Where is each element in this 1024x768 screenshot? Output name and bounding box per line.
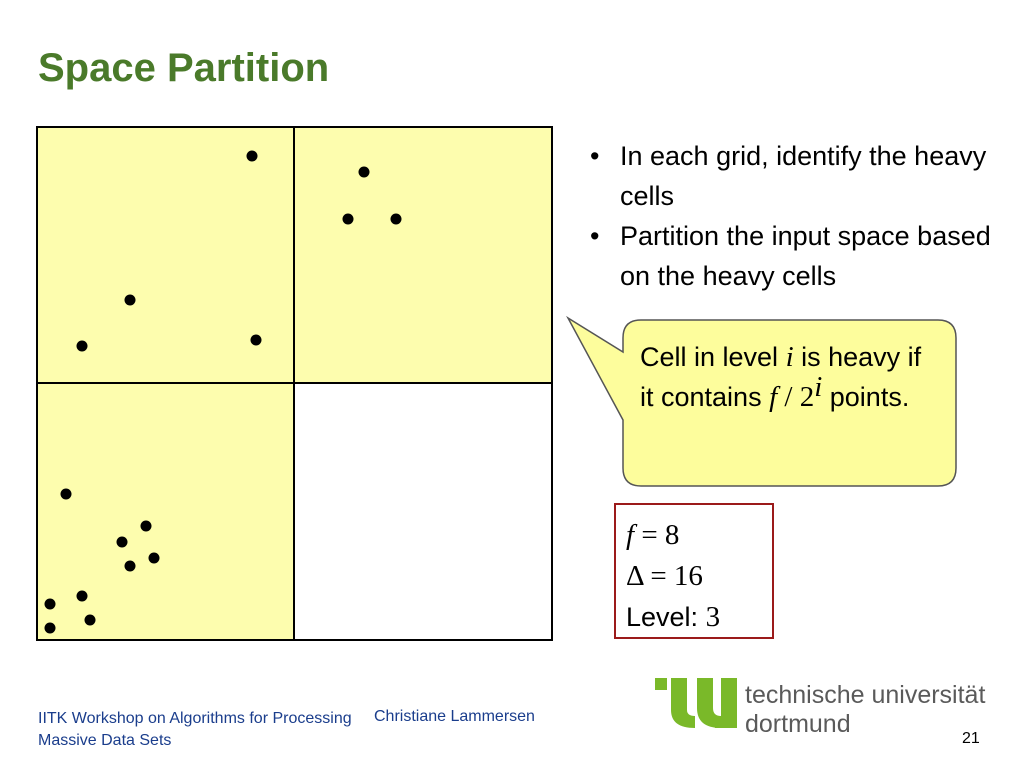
data-points	[44, 150, 402, 634]
bullet-list: •In each grid, identify the heavy cells …	[590, 136, 1010, 296]
data-point	[140, 520, 152, 532]
callout-part: is heavy if it contains	[640, 342, 922, 412]
logo-text: technische universität dortmund	[745, 681, 985, 739]
data-point	[44, 598, 56, 610]
data-point	[246, 150, 258, 162]
callout-var-i: i	[785, 341, 794, 373]
callout-exponent: i	[814, 371, 823, 403]
callout-part: points.	[822, 382, 910, 412]
data-point	[44, 622, 56, 634]
data-point	[76, 340, 88, 352]
data-point	[124, 560, 136, 572]
parameter-box: f = 8 Δ = 16 Level: 3	[614, 503, 774, 639]
bullet-item: • In each grid, identify the heavy cells	[590, 136, 1010, 216]
callout-bubble	[566, 315, 957, 487]
logo-line-2: dortmund	[745, 710, 851, 738]
page-number: 21	[962, 730, 980, 747]
data-point	[84, 614, 96, 626]
bullet-item: • Partition the input space based on the …	[590, 216, 1010, 296]
grid-cell-bottom-left	[37, 383, 294, 640]
param-delta: Δ = 16	[626, 556, 772, 597]
bullet-icon: •	[590, 141, 600, 171]
param-level: Level: 3	[626, 597, 772, 638]
footer-event: IITK Workshop on Algorithms for Processi…	[38, 710, 352, 749]
data-point	[342, 213, 354, 225]
grid-cell-top-right	[294, 127, 552, 383]
data-point	[358, 166, 370, 178]
data-point	[76, 590, 88, 602]
param-level-label: Level:	[626, 602, 706, 632]
data-point	[250, 334, 262, 346]
data-point	[60, 488, 72, 500]
logo-line-1: technische universität	[745, 681, 986, 709]
bullet-text: In each grid, identify the heavy cells	[620, 141, 987, 211]
callout-text: Cell in level i is heavy if it contains …	[640, 337, 940, 417]
bullet-text: Partition the input space based on the h…	[620, 221, 991, 291]
param-f-value: = 8	[634, 519, 680, 551]
callout-part: Cell in level	[640, 342, 786, 372]
callout-denominator: / 2	[777, 381, 815, 413]
grid-cell-bottom-right	[294, 383, 552, 640]
bullet-icon: •	[590, 221, 600, 251]
param-level-value: 3	[705, 601, 721, 633]
footer-author: Christiane Lammersen	[374, 708, 535, 725]
param-f: f = 8	[626, 515, 772, 556]
tu-logo-icon	[655, 678, 737, 728]
data-point	[148, 552, 160, 564]
data-point	[390, 213, 402, 225]
param-f-var: f	[626, 519, 635, 551]
param-delta-value: = 16	[643, 560, 703, 592]
data-point	[116, 536, 128, 548]
callout-var-f: f	[769, 381, 778, 413]
page-title: Space Partition	[38, 46, 330, 90]
data-point	[124, 294, 136, 306]
param-delta-symbol: Δ	[626, 560, 644, 592]
